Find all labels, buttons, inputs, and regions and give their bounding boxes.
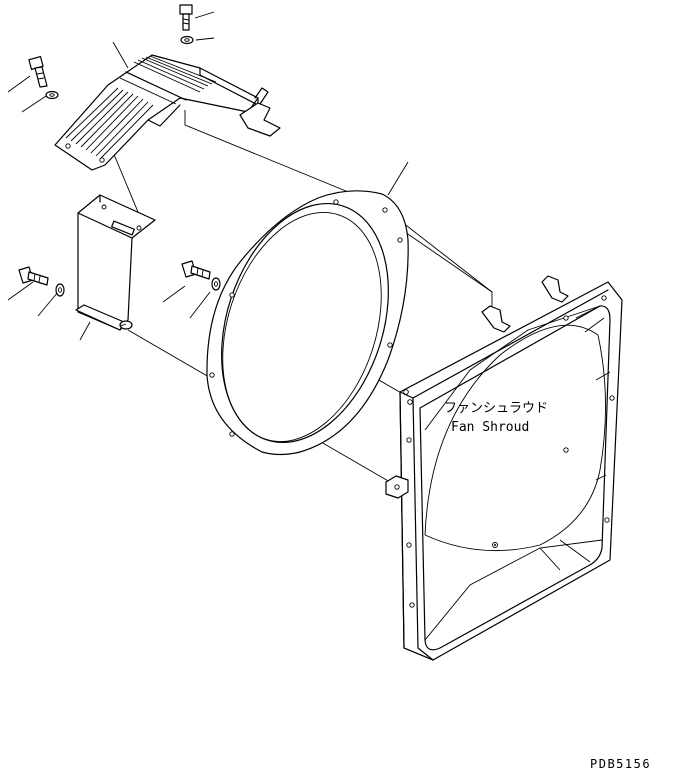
bolt-center [181,260,211,280]
washer-left-top [45,90,59,100]
fan-ring [206,190,409,456]
fan-shroud [385,275,623,661]
washer-top [180,35,194,45]
washer-left-middle [55,283,65,297]
leader-lines [7,11,409,341]
washer-center [211,277,221,291]
upper-guard [54,54,281,171]
bolt-left-middle [18,266,49,286]
drawing-code: PDB5156 [590,757,651,771]
bolt-top [179,4,193,31]
bolt-left-top [28,56,48,88]
part-name-jp: ファンシュラウド [444,401,548,416]
part-name-en: Fan Shroud [451,420,529,435]
side-guard [75,194,156,331]
